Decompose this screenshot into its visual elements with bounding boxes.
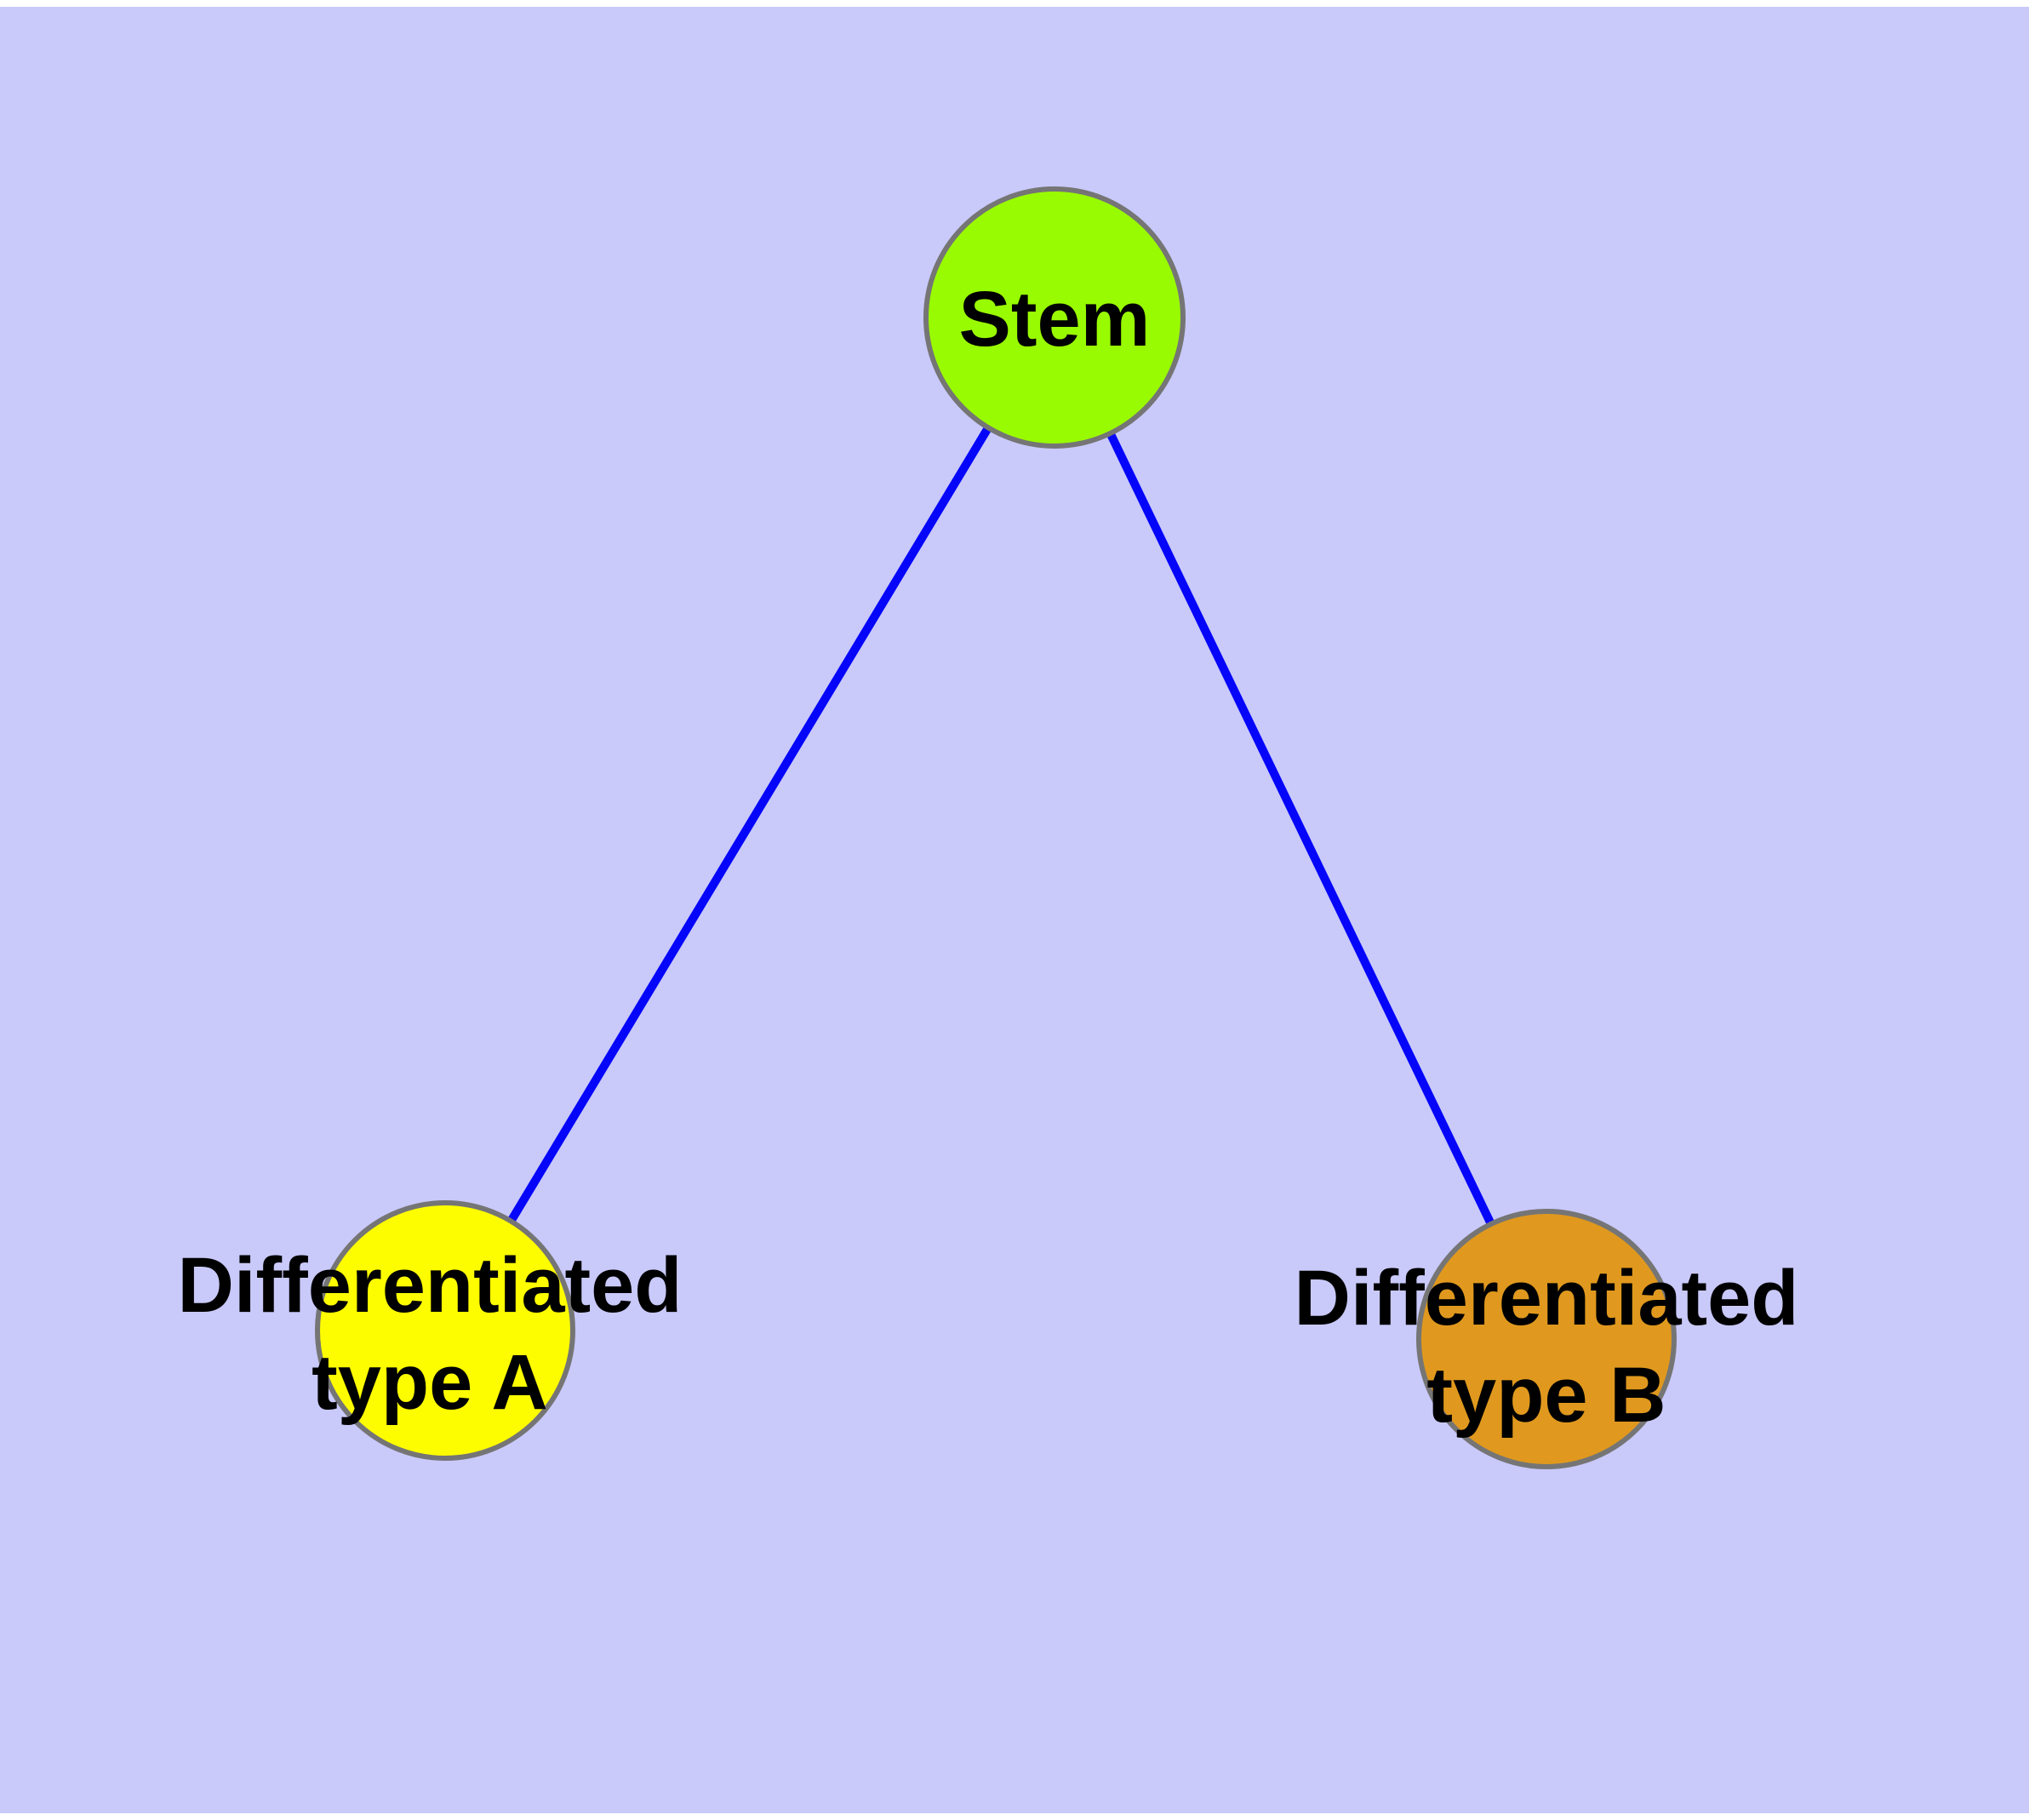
edge-stem-to-type-b xyxy=(1050,313,1551,1343)
node-stem-circle xyxy=(923,186,1186,449)
node-type-a-circle xyxy=(315,1200,575,1461)
node-type-b-circle xyxy=(1416,1209,1677,1469)
edge-stem-to-type-a xyxy=(441,313,1059,1335)
